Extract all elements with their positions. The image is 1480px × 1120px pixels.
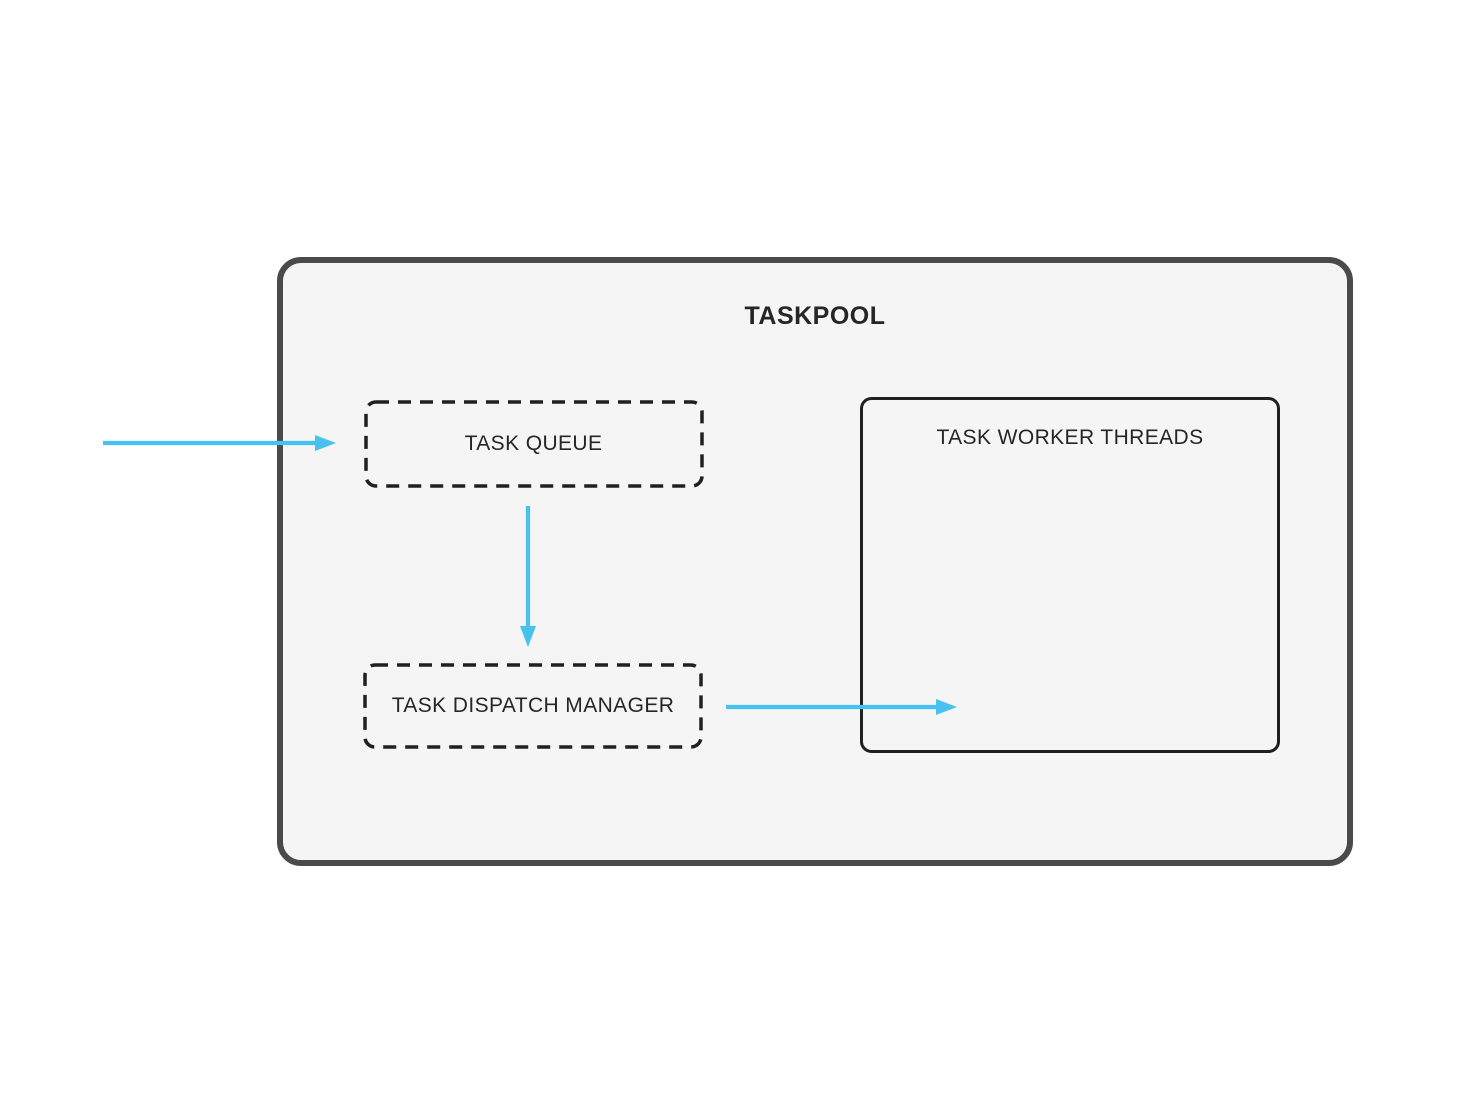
taskpool-container <box>277 257 1353 866</box>
task-worker-threads-label: TASK WORKER THREADS <box>936 426 1204 449</box>
task-queue-label: TASK QUEUE <box>464 431 603 455</box>
taskpool-title: TASKPOOL <box>744 302 886 330</box>
task-dispatch-manager-label: TASK DISPATCH MANAGER <box>391 693 675 717</box>
